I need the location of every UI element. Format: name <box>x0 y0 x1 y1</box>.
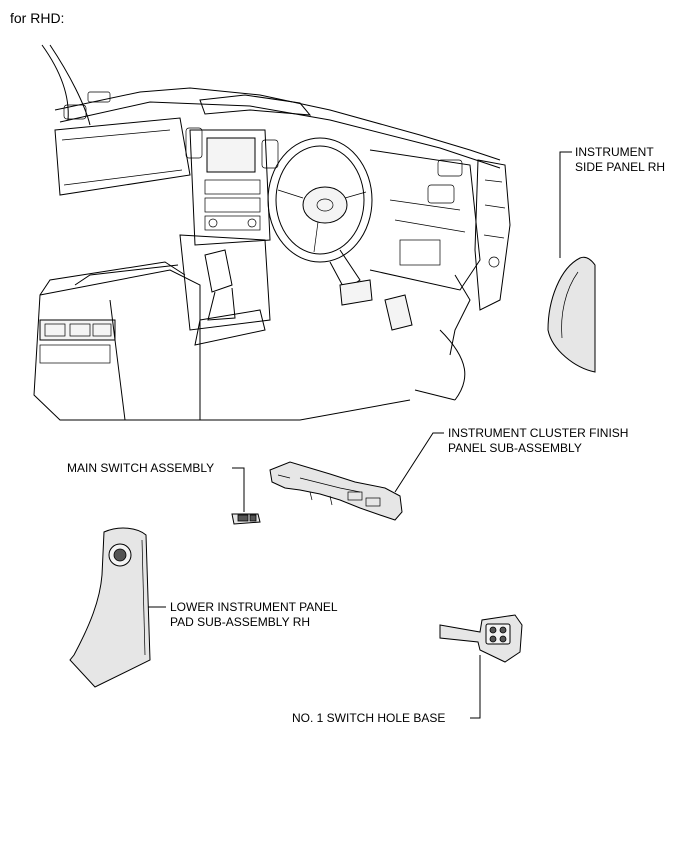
label-side-panel-line2: SIDE PANEL RH <box>575 160 666 174</box>
leader-main-switch <box>232 467 245 512</box>
label-main-switch: MAIN SWITCH ASSEMBLY <box>67 461 215 475</box>
label-lower-pad-line1: LOWER INSTRUMENT PANEL <box>170 600 338 614</box>
leader-switch-base <box>470 655 481 719</box>
dashboard-illustration <box>33 44 511 421</box>
label-cluster-panel-line1: INSTRUMENT CLUSTER FINISH <box>448 426 629 440</box>
instrument-side-panel-rh <box>547 256 596 373</box>
leader-side-panel <box>559 151 572 258</box>
label-side-panel-line1: INSTRUMENT <box>575 145 654 159</box>
label-switch-base: NO. 1 SWITCH HOLE BASE <box>292 711 446 725</box>
main-switch-assembly <box>231 513 261 525</box>
no1-switch-hole-base <box>439 614 523 663</box>
label-lower-pad-line2: PAD SUB-ASSEMBLY RH <box>170 615 311 629</box>
diagram-heading: for RHD: <box>10 10 65 26</box>
lower-instrument-panel-pad <box>69 527 151 688</box>
instrument-cluster-finish-panel <box>269 461 403 521</box>
label-cluster-panel-line2: PANEL SUB-ASSEMBLY <box>448 441 582 455</box>
leader-cluster-panel <box>394 432 444 493</box>
